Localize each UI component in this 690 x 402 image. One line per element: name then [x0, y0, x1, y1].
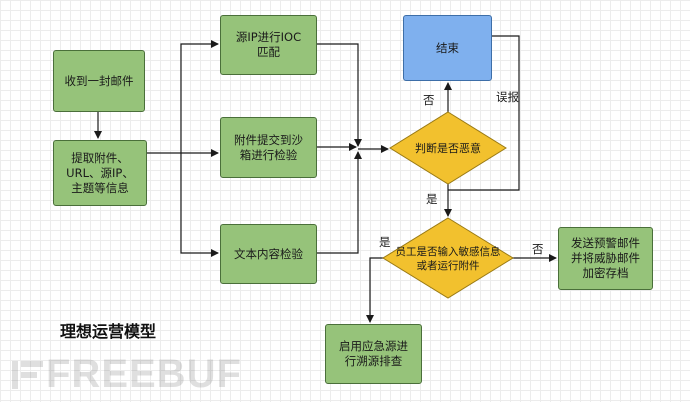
label-no-end: 否	[423, 93, 435, 107]
node-end: 结束	[403, 15, 492, 81]
label-no-employee: 否	[532, 242, 544, 256]
freebuf-logo-icon	[12, 360, 43, 389]
label-yes-malicious: 是	[426, 192, 438, 206]
label-yes-employee: 是	[379, 235, 391, 249]
node-content-check: 文本内容检验	[220, 224, 317, 284]
node-receive-email: 收到一封邮件	[53, 50, 145, 112]
decision-judge-shape	[389, 111, 507, 185]
node-extract-info: 提取附件、 URL、源IP、 主题等信息	[53, 140, 147, 206]
arrow-extract-to-ioc	[147, 40, 219, 154]
arrow-extract-to-content	[180, 153, 219, 257]
node-send-warning: 发送预警邮件 并将威胁邮件 加密存档	[558, 227, 653, 290]
arrow-ioc-to-merge	[317, 43, 362, 147]
arrow-content-to-merge	[317, 151, 362, 254]
freebuf-watermark: FREEBUF	[10, 352, 242, 397]
decision-employee-label: 员工是否输入敏感信息 或者运行附件	[395, 246, 501, 272]
label-false-alarm: 误报	[496, 90, 519, 104]
watermark-text: FREEBUF	[46, 352, 242, 396]
node-sandbox-check: 附件提交到沙 箱进行检验	[220, 117, 317, 178]
arrow-false-alarm-loop	[448, 35, 520, 191]
decision-employee-shape	[382, 217, 514, 299]
diagram-title: 理想运营模型	[60, 322, 157, 341]
arrow-employee-to-emergency	[366, 257, 385, 323]
decision-judge-label: 判断是否恶意	[415, 142, 481, 155]
node-emergency-trace: 启用应急源进 行溯源排查	[325, 324, 422, 384]
node-ioc-match: 源IP进行IOC 匹配	[220, 15, 317, 75]
